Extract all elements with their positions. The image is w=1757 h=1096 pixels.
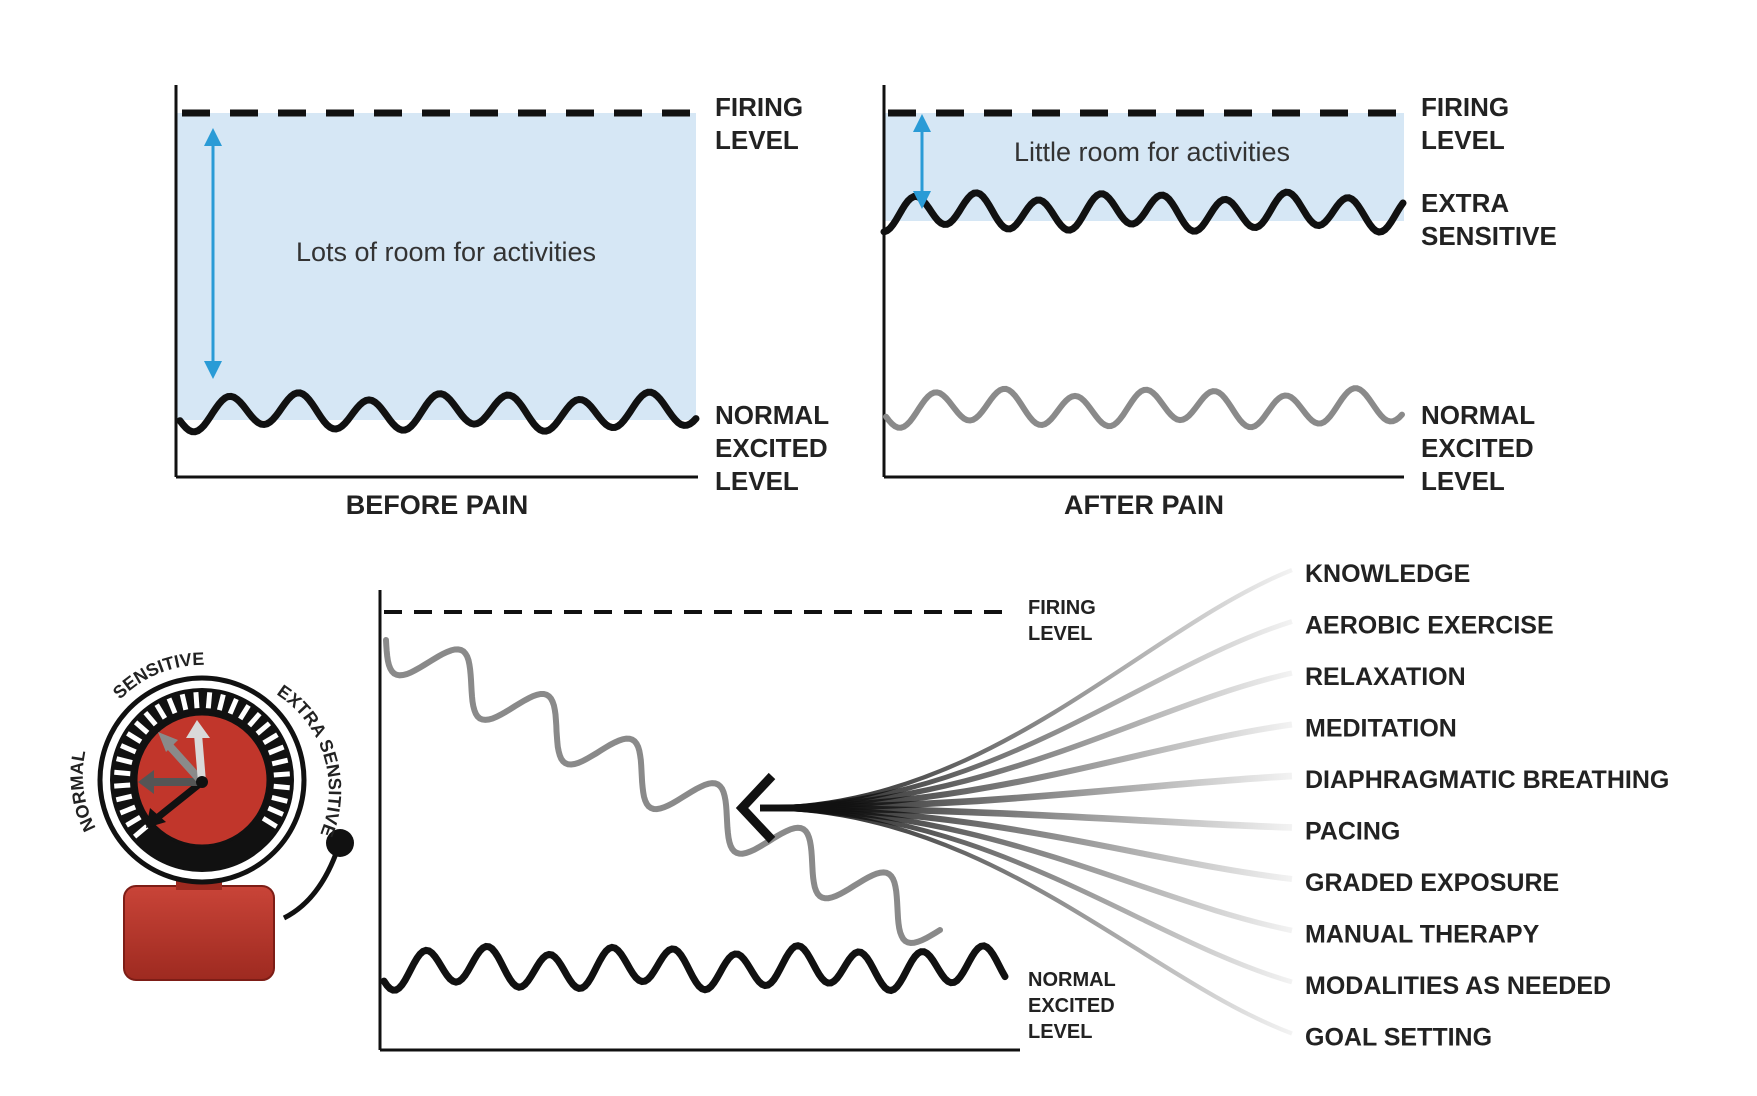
- treatment-normal-label-2: EXCITED: [1028, 995, 1115, 1017]
- after-normal-label-2: EXCITED: [1421, 433, 1534, 463]
- dial-tick: [166, 697, 178, 715]
- needle-extra-icon: [194, 733, 206, 783]
- dial-tick: [262, 732, 279, 746]
- dial-tick: [255, 721, 272, 736]
- treatment-item: AEROBIC EXERCISE: [1305, 612, 1554, 640]
- fan-line: [759, 568, 1293, 811]
- after-firing-label-2: LEVEL: [1421, 125, 1505, 155]
- dial-label-normal: NORMAL: [67, 749, 100, 835]
- dial-tick: [125, 814, 142, 828]
- dial-tick: [133, 720, 150, 735]
- treatment-normal-label-3: LEVEL: [1028, 1021, 1092, 1043]
- treatment-item: KNOWLEDGE: [1305, 560, 1470, 588]
- needle-hub: [196, 776, 208, 788]
- treatment-normal-label-1: NORMAL: [1028, 969, 1116, 991]
- before-firing-label-1: FIRING: [715, 92, 803, 122]
- dial-tick: [238, 704, 251, 721]
- treatment-firing-label-1: FIRING: [1028, 597, 1096, 619]
- before-pain-panel: Lots of room for activities FIRING LEVEL…: [174, 85, 829, 520]
- treatment-item: MANUAL THERAPY: [1305, 921, 1540, 949]
- dial-label-normal-text: NORMAL: [67, 749, 100, 835]
- dial-tick: [267, 805, 284, 817]
- dial-tick: [193, 692, 200, 709]
- dial-tick: [119, 804, 137, 816]
- needle-sensitive-icon: [163, 739, 205, 785]
- needle-normal-head-icon: [146, 808, 166, 828]
- treatment-firing-label-2: LEVEL: [1028, 623, 1092, 645]
- needle-extra-head-icon: [186, 720, 210, 738]
- treatment-item: GOAL SETTING: [1305, 1024, 1492, 1052]
- alarm-bell-icon: NORMAL SENSITIVE EXTRA SENSITIVE: [67, 649, 354, 981]
- dial-tick: [267, 744, 285, 756]
- dial-tick: [247, 711, 262, 728]
- treatment-item: PACING: [1305, 818, 1400, 846]
- treatment-item: GRADED EXPOSURE: [1305, 869, 1559, 897]
- dial-tick: [115, 756, 133, 766]
- treatment-fan-lines: [759, 568, 1293, 1036]
- after-extra-label-1: EXTRA: [1421, 188, 1509, 218]
- dial-tick: [120, 743, 137, 755]
- after-extra-label-2: SENSITIVE: [1421, 221, 1557, 251]
- dial-tick: [115, 793, 133, 803]
- alarm-dial-ticks: [114, 692, 290, 839]
- treatment-item: RELAXATION: [1305, 663, 1466, 691]
- alarm-striker-ball: [326, 829, 354, 857]
- before-firing-label-2: LEVEL: [715, 125, 799, 155]
- before-room-text: Lots of room for activities: [296, 237, 596, 267]
- before-normal-label-1: NORMAL: [715, 400, 829, 430]
- before-room-area: [176, 113, 696, 420]
- before-normal-label-2: EXCITED: [715, 433, 828, 463]
- after-normal-label-1: NORMAL: [1421, 400, 1535, 430]
- treatment-panel: FIRING LEVEL NORMAL EXCITED LEVEL KNOWLE…: [378, 560, 1669, 1052]
- after-normal-label-3: LEVEL: [1421, 466, 1505, 496]
- after-firing-label-1: FIRING: [1421, 92, 1509, 122]
- after-pain-title: AFTER PAIN: [1064, 490, 1224, 520]
- dial-tick: [273, 783, 290, 791]
- after-pain-panel: Little room for activities FIRING LEVEL …: [880, 85, 1557, 520]
- dial-tick: [179, 693, 189, 711]
- dial-tick: [273, 771, 290, 778]
- fan-arrow-head-icon: [735, 772, 776, 844]
- dial-tick: [114, 769, 131, 777]
- dial-tick: [114, 782, 131, 789]
- dial-tick: [216, 693, 226, 711]
- needle-sensitive-head-icon: [158, 732, 178, 752]
- dial-tick: [126, 731, 143, 744]
- dial-tick: [227, 698, 239, 715]
- treatment-item: MODALITIES AS NEEDED: [1305, 972, 1611, 1000]
- alarm-base: [123, 885, 275, 981]
- dial-tick: [271, 757, 289, 767]
- treatment-normal-wave: [380, 942, 1009, 995]
- before-pain-title: BEFORE PAIN: [346, 490, 529, 520]
- needle-mid-head-icon: [138, 770, 154, 794]
- after-normal-wave: [883, 385, 1405, 431]
- treatment-items-list: KNOWLEDGE AEROBIC EXERCISE RELAXATION MEDIT…: [1305, 560, 1669, 1052]
- dial-tick: [154, 703, 168, 720]
- dial-tick: [143, 710, 158, 727]
- treatment-item: MEDITATION: [1305, 715, 1457, 743]
- dial-tick: [132, 824, 149, 839]
- after-extra-sensitive-wave: [880, 188, 1407, 236]
- fan-line: [759, 805, 1293, 1036]
- alarm-striker-arm: [282, 847, 341, 921]
- after-room-text: Little room for activities: [1014, 137, 1290, 167]
- descending-sensitivity-wave: [383, 637, 943, 947]
- needle-normal-icon: [149, 779, 205, 825]
- alarm-needles: [138, 720, 210, 828]
- after-room-area: [884, 113, 1404, 221]
- before-normal-wave: [176, 388, 700, 436]
- dial-tick: [205, 692, 213, 709]
- before-normal-label-3: LEVEL: [715, 466, 799, 496]
- dial-tick: [261, 816, 278, 829]
- treatment-item: DIAPHRAGMATIC BREATHING: [1305, 766, 1669, 794]
- dial-tick: [271, 794, 289, 804]
